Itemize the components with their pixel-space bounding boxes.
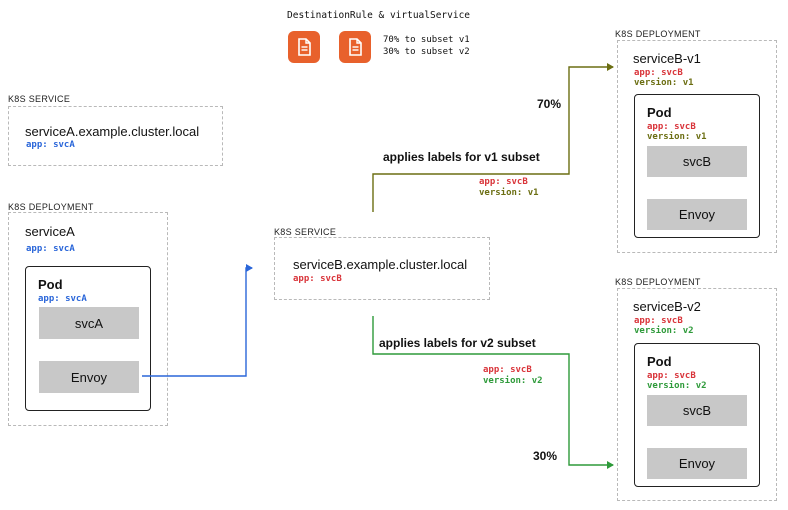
route-v1-version: version: v1 <box>479 188 539 198</box>
svcA-container: svcA <box>39 307 139 339</box>
serviceB-service-caption: K8S SERVICE <box>274 227 337 237</box>
envoy-container: Envoy <box>647 199 747 230</box>
serviceA-service-caption: K8S SERVICE <box>8 94 71 104</box>
serviceB-v1-app: app: svcB <box>634 68 683 78</box>
serviceA-deployment-label: app: svcA <box>26 244 75 254</box>
pod-label: app: svcA <box>38 294 87 304</box>
serviceB-service-label: app: svcB <box>293 274 342 284</box>
document-icon <box>288 31 320 63</box>
document-icon <box>339 31 371 63</box>
v1-route-arrow <box>372 63 614 212</box>
serviceB-service-box: serviceB.example.cluster.local app: svcB <box>274 237 490 300</box>
pod-version-label: version: v1 <box>647 132 707 142</box>
diagram-title: DestinationRule & virtualService <box>287 10 471 21</box>
serviceA-service-label: app: svcA <box>26 140 75 150</box>
serviceB-v1-name: serviceB-v1 <box>633 51 701 66</box>
serviceB-v1-caption: K8S DEPLOYMENT <box>615 29 701 39</box>
note-v2: 30% to subset v2 <box>383 47 470 57</box>
serviceB-v2-caption: K8S DEPLOYMENT <box>615 277 701 287</box>
serviceB-v2-app: app: svcB <box>634 316 683 326</box>
serviceB-v2-version: version: v2 <box>634 326 694 336</box>
serviceA-deployment-caption: K8S DEPLOYMENT <box>8 202 94 212</box>
serviceA-service-box: serviceA.example.cluster.local app: svcA <box>8 106 223 166</box>
serviceB-v1-version: version: v1 <box>634 78 694 88</box>
serviceB-v1-deployment-box: serviceB-v1 app: svcB version: v1 Pod ap… <box>617 40 777 253</box>
envoy-container: Envoy <box>647 448 747 479</box>
svcB-container: svcB <box>647 146 747 177</box>
serviceA-pod: Pod app: svcA svcA Envoy <box>25 266 151 411</box>
route-v1-app: app: svcB <box>479 177 528 187</box>
route-v2-app: app: svcB <box>483 365 532 375</box>
route-v2-version: version: v2 <box>483 376 543 386</box>
pod-app-label: app: svcB <box>647 371 696 381</box>
note-v1: 70% to subset v1 <box>383 35 470 45</box>
serviceA-service-name: serviceA.example.cluster.local <box>25 124 200 139</box>
route-v2-percent: 30% <box>533 449 558 463</box>
route-v1-title: applies labels for v1 subset <box>383 150 540 164</box>
envoy-to-serviceB-arrow <box>142 264 253 377</box>
pod-app-label: app: svcB <box>647 122 696 132</box>
serviceB-v2-name: serviceB-v2 <box>633 299 701 314</box>
serviceA-deployment-box: serviceA app: svcA Pod app: svcA svcA En… <box>8 212 168 426</box>
serviceB-service-name: serviceB.example.cluster.local <box>293 257 468 272</box>
route-v1-percent: 70% <box>537 97 562 111</box>
v2-route-arrow <box>372 316 614 469</box>
serviceB-v2-pod: Pod app: svcB version: v2 svcB Envoy <box>634 343 760 487</box>
serviceA-deployment-name: serviceA <box>25 224 75 239</box>
serviceB-v2-deployment-box: serviceB-v2 app: svcB version: v2 Pod ap… <box>617 288 777 501</box>
envoy-container: Envoy <box>39 361 139 393</box>
pod-title: Pod <box>38 277 63 292</box>
route-v2-title: applies labels for v2 subset <box>379 336 536 350</box>
pod-title: Pod <box>647 354 672 369</box>
pod-version-label: version: v2 <box>647 381 707 391</box>
svcB-container: svcB <box>647 395 747 426</box>
serviceB-v1-pod: Pod app: svcB version: v1 svcB Envoy <box>634 94 760 238</box>
pod-title: Pod <box>647 105 672 120</box>
